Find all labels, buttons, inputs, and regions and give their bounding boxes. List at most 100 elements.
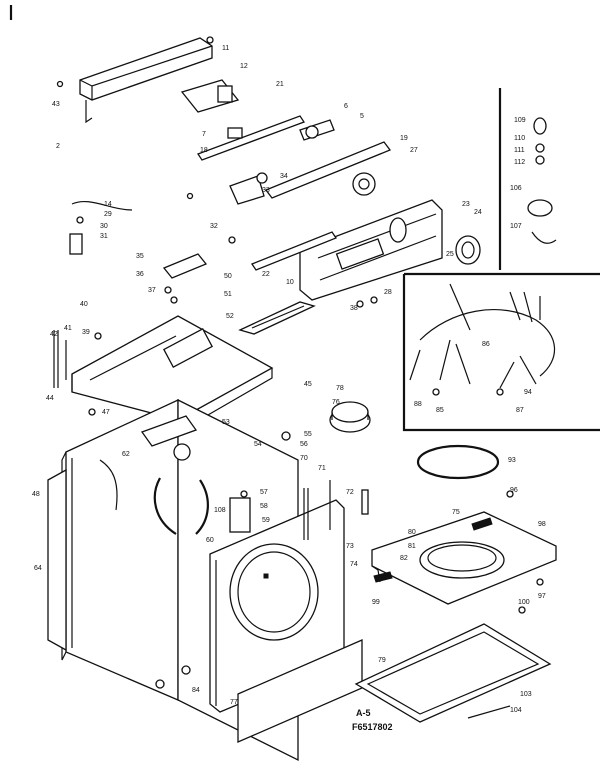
handle-104 [467,705,511,719]
callout-30: 30 [100,223,108,230]
hose-pieces [69,200,133,255]
callout-45: 45 [304,381,312,388]
hinge-72 [361,489,369,515]
callout-57: 57 [260,489,268,496]
knob-27 [352,172,376,196]
callout-44: 44 [46,395,54,402]
callout-47: 47 [102,409,110,416]
callout-98: 98 [538,521,546,528]
callout-56: 56 [300,441,308,448]
callout-32: 32 [210,223,218,230]
callout-50: 50 [224,273,232,280]
lower-panel-48 [47,468,67,652]
wiring-inset [402,272,600,432]
callout-106: 106 [510,185,522,192]
motor-bracket-53 [140,415,198,461]
callout-94: 94 [524,389,532,396]
console-panel [299,199,443,301]
callout-107: 107 [510,223,522,230]
callout-54: 54 [254,441,262,448]
callout-108: 108 [214,507,226,514]
callout-73: 73 [346,543,354,550]
callout-76: 76 [332,399,340,406]
callouts: 11 12 21 43 2 7 18 6 5 19 27 34 33 14 29… [32,45,546,714]
callout-80: 80 [408,529,416,536]
callout-27: 27 [410,147,418,154]
callout-104: 104 [510,707,522,714]
callout-77: 77 [230,699,238,706]
part-number-caption: F6517802 [352,722,393,732]
callout-11: 11 [222,45,229,52]
callout-79: 79 [378,657,386,664]
callout-42: 42 [50,331,58,338]
callout-78: 78 [336,385,344,392]
callout-72: 72 [346,489,354,496]
callout-88: 88 [414,401,422,408]
callout-10: 10 [286,279,294,286]
callout-33: 33 [262,187,270,194]
door-inner-frame [354,623,552,723]
top-cover [79,37,213,124]
bracket-33 [229,172,268,205]
callout-111: 111 [514,147,525,154]
callout-86: 86 [482,341,490,348]
callout-97: 97 [538,593,546,600]
callout-5: 5 [360,113,364,120]
callout-82: 82 [400,555,408,562]
callout-112: 112 [514,159,525,166]
callout-62: 62 [122,451,130,458]
rod-22 [251,231,337,271]
callout-28: 28 [384,289,392,296]
callout-75: 75 [452,509,460,516]
callout-6: 6 [344,103,348,110]
spring-71 [303,480,331,540]
callout-38: 38 [350,305,358,312]
callout-31: 31 [100,233,108,240]
callout-21: 21 [276,81,284,88]
callout-81: 81 [408,543,416,550]
actuator-46 [162,253,208,279]
callout-14: 14 [104,201,112,208]
callout-58: 58 [260,503,268,510]
small-knob [227,127,243,139]
callout-41: 41 [64,325,72,332]
door-switch-bracket [229,490,251,533]
callout-100: 100 [518,599,530,606]
callout-36: 36 [136,271,144,278]
callout-59: 59 [262,517,270,524]
fasteners [56,36,544,689]
callout-25: 25 [446,251,454,258]
callout-52: 52 [226,313,234,320]
callout-87: 87 [516,407,524,414]
knob-24 [455,235,481,265]
lint-screen-52 [238,301,316,335]
callout-34: 34 [280,173,288,180]
callout-39: 39 [82,329,90,336]
callout-70: 70 [300,455,308,462]
switch-bracket [180,79,240,113]
callout-60: 60 [206,537,214,544]
callout-109: 109 [514,117,526,124]
timer-shaft [197,115,305,161]
callout-110: 110 [514,135,525,142]
callout-22: 22 [262,271,270,278]
callout-55: 55 [304,431,312,438]
callout-53: 53 [222,419,230,426]
callout-23: 23 [462,201,470,208]
callout-71: 71 [318,465,326,472]
door-glass-79 [329,401,371,433]
front-panel [209,499,345,713]
callout-84: 84 [192,687,200,694]
callout-64: 64 [34,565,42,572]
callout-99: 99 [372,599,380,606]
callout-19: 19 [400,135,408,142]
lever-assembly [264,119,392,199]
callout-40: 40 [80,301,88,308]
callout-29: 29 [104,211,112,218]
gasket-93 [416,444,500,480]
callout-96: 96 [510,487,518,494]
callout-48: 48 [32,491,40,498]
callout-24: 24 [474,209,482,216]
callout-35: 35 [136,253,144,260]
callout-2: 2 [56,143,60,150]
